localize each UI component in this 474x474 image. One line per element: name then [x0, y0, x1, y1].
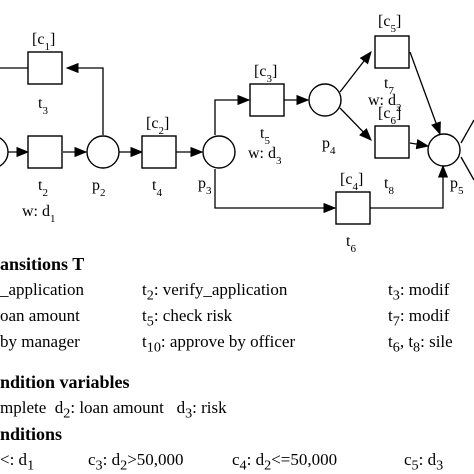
place-p3: [202, 135, 236, 169]
label-t5: t5: [260, 125, 270, 147]
transition-t4: [141, 135, 177, 169]
arc-p3-to-t5: [214, 94, 251, 135]
guard-c5: [c5]: [378, 13, 401, 35]
guard-c4: [c4]: [340, 171, 363, 193]
transition-t7: [374, 35, 410, 69]
label-p5: p5: [450, 175, 464, 197]
arc-t7-to-p5: [409, 51, 441, 136]
weight-d2: w: d2: [368, 92, 402, 114]
transition-t8: [374, 125, 410, 159]
arc-p5-out-lower: [460, 156, 474, 181]
place-p4: [308, 83, 342, 117]
transition-t6: [335, 191, 371, 225]
transition-t3: [27, 51, 63, 85]
arc-t8-to-p5: [409, 138, 430, 150]
conditions-heading: nditions: [0, 424, 63, 444]
condition-c1: <: d1: [0, 450, 35, 474]
label-t3: t3: [38, 95, 48, 117]
condition-c4: c4: d2<=50,000: [232, 450, 338, 474]
legend: ansitions T _application t2: verify_appl…: [0, 252, 474, 474]
transition-t5: [249, 83, 285, 117]
place-p5: [427, 133, 461, 167]
guard-c1: [c1]: [32, 31, 55, 53]
guard-c6: [c6]: [378, 105, 401, 127]
arc-p3-to-t6: [214, 169, 337, 214]
transition-list-row-1-col-3: t3: modif: [388, 280, 450, 304]
place-p1-partial: [0, 137, 9, 167]
transition-list-row-2-col-2: t5: check risk: [142, 306, 233, 330]
label-t4: t4: [152, 177, 162, 199]
label-t7: t7: [384, 75, 394, 97]
arc-p4-to-t8: [339, 107, 372, 141]
condition-variables-heading: ndition variables: [0, 372, 130, 392]
arc-t6-to-p5: [370, 164, 449, 209]
arc-p4-to-t7: [339, 50, 372, 93]
place-p2: [86, 135, 120, 169]
label-p4: p4: [322, 135, 336, 157]
label-t6: t6: [346, 233, 356, 255]
label-p2: p2: [92, 177, 106, 199]
transition-list-row-3-col-2: t10: approve by officer: [142, 332, 296, 356]
guard-c3: [c3]: [254, 63, 277, 85]
transition-list-row-3-col-3: t6, t8: sile: [388, 332, 453, 356]
transition-t2: [27, 135, 63, 169]
condition-c5: c5: d3: [404, 450, 444, 474]
arc-p2-to-t3: [65, 62, 104, 135]
transition-list-row-2-col-3: t7: modif: [388, 306, 450, 330]
label-t2: t2: [38, 177, 48, 199]
transition-list-row-1-col-2: t2: verify_application: [142, 280, 288, 304]
weight-d3: w: d3: [248, 145, 282, 167]
label-p3: p3: [198, 175, 212, 197]
label-t8: t8: [384, 175, 394, 197]
condition-variables-list: mplete d2: loan amount d3: risk: [0, 398, 227, 422]
guard-c2: [c2]: [146, 115, 169, 137]
transition-list-row-3-col-1: by manager: [0, 332, 80, 351]
condition-c3: c3: d2>50,000: [88, 450, 184, 474]
transition-list-row-1-col-1: _application: [0, 280, 85, 299]
transitions-heading: ansitions T: [0, 254, 85, 274]
arcs: [0, 50, 474, 214]
workflow-petri-net: [c1] t3 t2 w: d1 p2 [c2] t4 p3 [c3] t5 w…: [0, 13, 474, 255]
arc-p5-out-upper: [460, 119, 474, 144]
weight-d1: w: d1: [22, 203, 56, 225]
transition-list-row-2-col-1: oan amount: [0, 306, 80, 325]
